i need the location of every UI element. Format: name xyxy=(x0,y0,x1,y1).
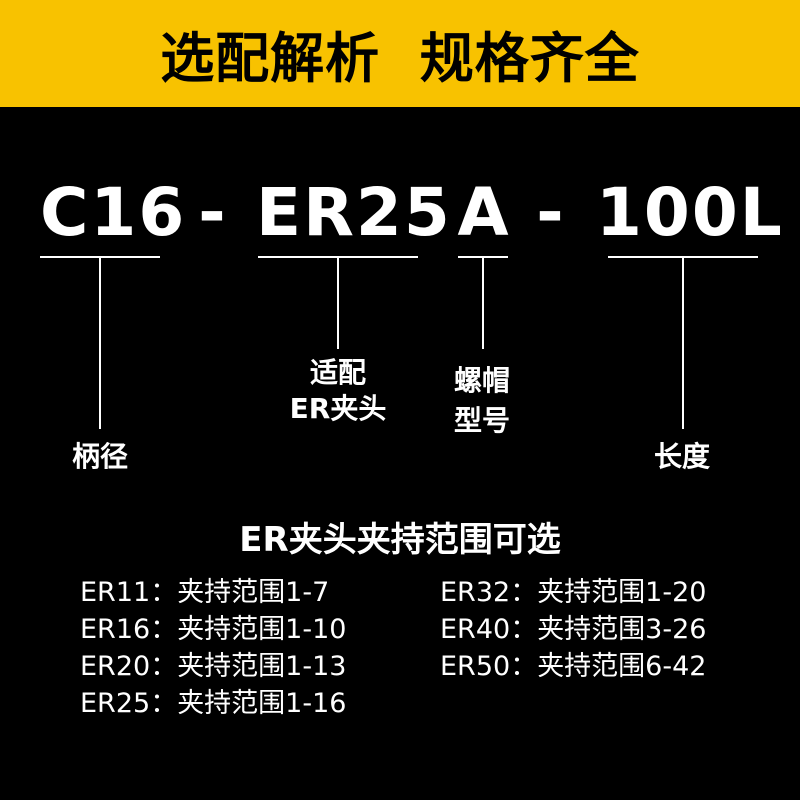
code-shank: C16 xyxy=(40,174,187,251)
spec-item: ER50：夹持范围6-42 xyxy=(440,650,706,684)
label-shank: 柄径 xyxy=(71,440,128,473)
leader-length xyxy=(682,257,684,429)
code-length: 100L xyxy=(596,174,784,251)
spec-item: ER11：夹持范围1-7 xyxy=(80,576,329,610)
spec-range: 夹持范围1-16 xyxy=(177,688,347,719)
spec-range: 夹持范围1-7 xyxy=(177,577,330,608)
spec-item: ER20：夹持范围1-13 xyxy=(80,650,346,684)
spec-sep: ： xyxy=(150,651,178,682)
spec-range: 夹持范围1-13 xyxy=(177,651,347,682)
code-nut: A xyxy=(457,174,511,251)
label-collet-line2: ER夹头 xyxy=(289,392,387,425)
spec-sep: ： xyxy=(150,614,178,645)
leader-nut xyxy=(482,257,484,349)
spec-range: 夹持范围1-20 xyxy=(537,577,707,608)
spec-range: 夹持范围3-26 xyxy=(537,614,707,645)
spec-model: ER32 xyxy=(440,577,511,608)
spec-sep: ： xyxy=(150,577,178,608)
label-length: 长度 xyxy=(653,440,710,473)
spec-item: ER40：夹持范围3-26 xyxy=(440,613,706,647)
spec-sep: ： xyxy=(510,651,538,682)
label-nut-line2: 型号 xyxy=(453,404,510,437)
spec-range: 夹持范围6-42 xyxy=(537,651,707,682)
code-separator-2: - xyxy=(536,174,564,251)
spec-model: ER50 xyxy=(440,651,511,682)
spec-range: 夹持范围1-10 xyxy=(177,614,347,645)
spec-item: ER32：夹持范围1-20 xyxy=(440,576,706,610)
leader-collet xyxy=(337,257,339,349)
spec-model: ER16 xyxy=(80,614,151,645)
spec-sep: ： xyxy=(510,577,538,608)
spec-sep: ： xyxy=(510,614,538,645)
section-title: ER夹头夹持范围可选 xyxy=(239,520,561,560)
title-banner: 选配解析 规格齐全 xyxy=(0,0,800,107)
spec-item: ER16：夹持范围1-10 xyxy=(80,613,346,647)
spec-item: ER25：夹持范围1-16 xyxy=(80,687,346,721)
label-nut-line1: 螺帽 xyxy=(453,364,510,397)
spec-model: ER11 xyxy=(80,577,151,608)
leader-shank xyxy=(99,257,101,429)
spec-model: ER20 xyxy=(80,651,151,682)
banner-title: 选配解析 规格齐全 xyxy=(160,27,640,90)
label-collet-line1: 适配 xyxy=(309,356,366,389)
spec-model: ER25 xyxy=(80,688,151,719)
code-separator-1: - xyxy=(198,174,226,251)
spec-model: ER40 xyxy=(440,614,511,645)
spec-sep: ： xyxy=(150,688,178,719)
code-collet: ER25 xyxy=(256,174,452,251)
